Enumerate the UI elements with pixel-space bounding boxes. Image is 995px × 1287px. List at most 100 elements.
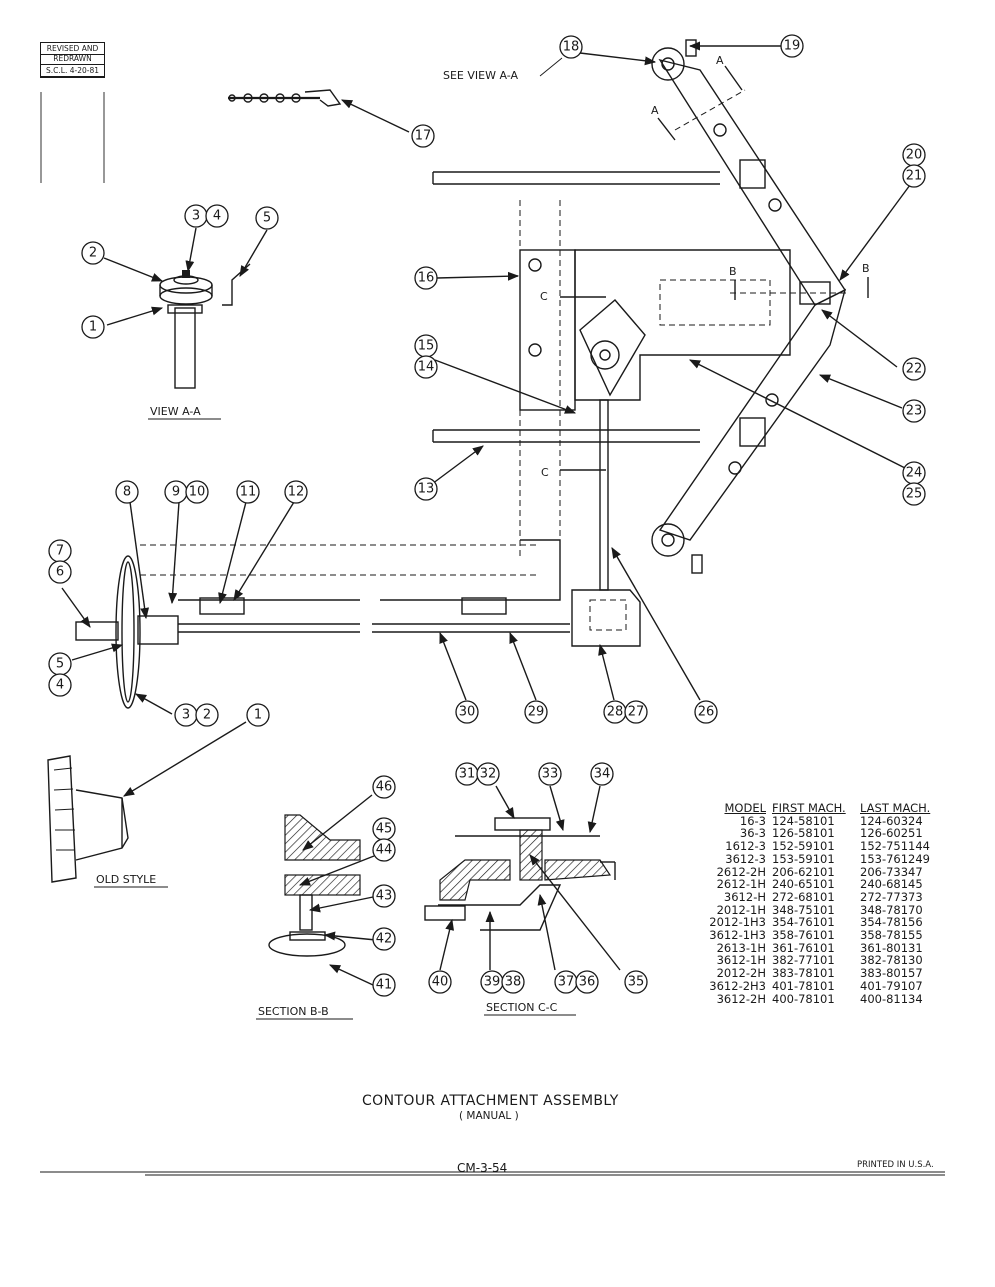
stamp-line-redrawn: REDRAWN — [41, 53, 104, 65]
callout-1-view: 1 — [81, 315, 105, 339]
svg-text:45: 45 — [376, 822, 393, 837]
table-cell-last: 382-78130 — [860, 953, 923, 968]
svg-text:39: 39 — [484, 975, 501, 990]
callout-14: 14 — [414, 355, 438, 379]
table-cell-last: 126-60251 — [860, 826, 923, 841]
callout-bubbles: 17 18 19 20 21 22 23 24 25 16 15 14 13 3… — [48, 34, 926, 997]
callout-35: 35 — [624, 970, 648, 994]
callout-20: 20 — [902, 143, 926, 167]
callout-27: 27 — [624, 700, 648, 724]
table-cell-first: 401-78101 — [772, 978, 835, 993]
svg-text:42: 42 — [376, 932, 393, 947]
section-b-b — [268, 814, 361, 957]
svg-text:40: 40 — [432, 975, 449, 990]
old-style-knob — [47, 755, 129, 883]
table-cell-model: 3612-1H — [716, 953, 766, 968]
table-cell-model: 3612-H — [723, 889, 766, 904]
callout-17: 17 — [411, 124, 435, 148]
svg-text:37: 37 — [558, 975, 575, 990]
callout-15: 15 — [414, 334, 438, 358]
callout-4-main: 4 — [48, 673, 72, 697]
callout-21: 21 — [902, 164, 926, 188]
svg-text:15: 15 — [418, 339, 435, 354]
callout-5-main: 5 — [48, 652, 72, 676]
revision-stamp: REVISED AND REDRAWN S.C.L. 4-20-81 — [40, 42, 105, 78]
frame-plate — [432, 171, 791, 591]
callout-28: 28 — [603, 700, 627, 724]
table-cell-last: 240-68145 — [860, 877, 923, 892]
callout-30: 30 — [455, 700, 479, 724]
callout-40: 40 — [428, 970, 452, 994]
svg-text:25: 25 — [906, 487, 923, 502]
callout-36: 36 — [575, 970, 599, 994]
callout-12: 12 — [284, 480, 308, 504]
callout-24: 24 — [902, 461, 926, 485]
callout-8: 8 — [115, 480, 139, 504]
callout-2-main: 2 — [195, 703, 219, 727]
callout-37: 37 — [554, 970, 578, 994]
table-cell-first: 383-78101 — [772, 966, 835, 981]
callout-26: 26 — [694, 700, 718, 724]
table-cell-model: 36-3 — [739, 826, 766, 841]
figure-labels: SEE VIEW A-A VIEW A-A OLD STYLE SECTION … — [94, 57, 576, 1020]
table-cell-last: 272-77373 — [860, 889, 923, 904]
table-cell-first: 240-65101 — [772, 877, 835, 892]
table-cell-first: 152-59101 — [772, 839, 835, 854]
callout-10: 10 — [185, 480, 209, 504]
section-bb-label: SECTION B-B — [258, 1005, 329, 1018]
table-cell-first: 206-62101 — [772, 864, 835, 879]
callout-5-view: 5 — [255, 206, 279, 230]
svg-text:29: 29 — [528, 705, 545, 720]
cut-label-b-right: B — [862, 262, 870, 275]
svg-text:7: 7 — [56, 544, 64, 559]
old-style-label: OLD STYLE — [96, 873, 156, 886]
table-cell-model: 3612-2H — [716, 991, 766, 1006]
printed-note: PRINTED IN U.S.A. — [857, 1160, 934, 1170]
callout-4-view: 4 — [205, 204, 229, 228]
callout-22: 22 — [902, 357, 926, 381]
svg-text:5: 5 — [263, 211, 271, 226]
callout-29: 29 — [524, 700, 548, 724]
table-cell-model: 2612-2H — [716, 864, 766, 879]
table-cell-first: 361-76101 — [772, 940, 835, 955]
callout-13: 13 — [414, 477, 438, 501]
cut-label-a-top: A — [716, 54, 724, 67]
callout-25: 25 — [902, 482, 926, 506]
svg-text:3: 3 — [182, 708, 190, 723]
table-cell-model: 16-3 — [739, 813, 766, 828]
callout-39: 39 — [480, 970, 504, 994]
see-view-label: SEE VIEW A-A — [443, 69, 518, 82]
table-cell-first: 124-58101 — [772, 813, 835, 828]
callout-38: 38 — [501, 970, 525, 994]
callout-11: 11 — [236, 480, 260, 504]
svg-text:36: 36 — [579, 975, 596, 990]
first-mach-header: FIRST MACH. — [772, 801, 846, 815]
svg-text:10: 10 — [189, 485, 206, 500]
table-cell-last: 206-73347 — [860, 864, 923, 879]
svg-text:27: 27 — [628, 705, 645, 720]
svg-text:21: 21 — [906, 169, 923, 184]
table-cell-model: 2012-2H — [716, 966, 766, 981]
view-a-a — [159, 263, 251, 389]
table-cell-model: 2012-1H3 — [709, 915, 766, 930]
svg-text:22: 22 — [906, 362, 923, 377]
svg-text:20: 20 — [906, 148, 923, 163]
svg-text:24: 24 — [906, 466, 923, 481]
svg-text:31: 31 — [459, 767, 476, 782]
cut-label-b-left: B — [729, 265, 737, 278]
svg-text:13: 13 — [418, 482, 435, 497]
callout-9: 9 — [164, 480, 188, 504]
svg-text:16: 16 — [418, 271, 435, 286]
drawing-title: CONTOUR ATTACHMENT ASSEMBLY — [362, 1093, 619, 1109]
callout-43: 43 — [372, 884, 396, 908]
table-cell-last: 400-81134 — [860, 991, 923, 1006]
table-cell-last: 124-60324 — [860, 813, 923, 828]
table-cell-first: 272-68101 — [772, 889, 835, 904]
table-cell-first: 126-58101 — [772, 826, 835, 841]
table-cell-first: 354-76101 — [772, 915, 835, 930]
svg-text:4: 4 — [56, 678, 64, 693]
svg-text:38: 38 — [505, 975, 522, 990]
